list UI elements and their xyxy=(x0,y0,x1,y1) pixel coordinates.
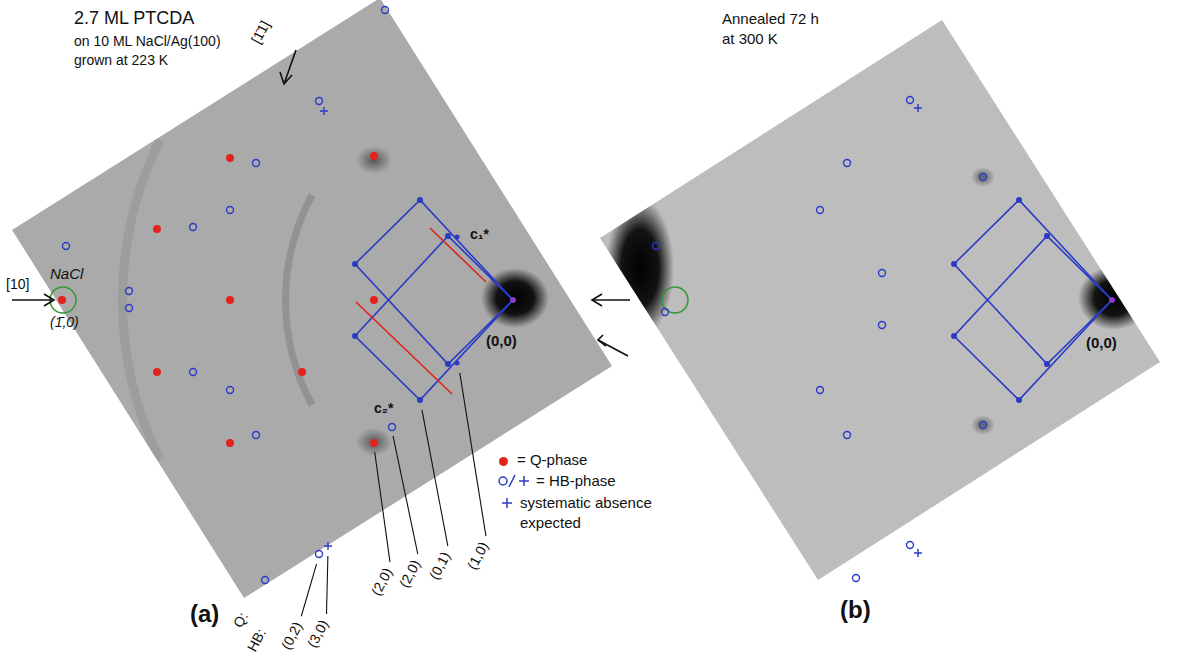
spot-index: (0,2) xyxy=(278,619,306,652)
direction-label: [10] xyxy=(6,276,29,292)
row-label: Q: xyxy=(230,609,251,630)
spot-index: (1̄,0) xyxy=(50,314,79,330)
row-label: HB: xyxy=(244,626,269,654)
spot-index: (3,0) xyxy=(304,617,332,650)
leader-line xyxy=(301,564,316,616)
leader-line xyxy=(460,373,486,536)
panel-label: (b) xyxy=(840,596,871,624)
leader-line xyxy=(393,436,418,554)
sample-note: at 300 K xyxy=(722,30,778,47)
spot-index: (0,1) xyxy=(426,549,454,582)
screen-b xyxy=(600,20,1160,580)
leader-line xyxy=(422,410,448,546)
substrate-label: NaCl xyxy=(50,265,83,282)
vector-label: c₁* xyxy=(470,226,489,242)
leader-line xyxy=(375,452,390,562)
sample-note: grown at 223 K xyxy=(74,52,168,68)
legend-text: systematic absence expected xyxy=(520,493,660,532)
sample-title: 2.7 ML PTCDA xyxy=(74,8,194,29)
vector-label: c₂* xyxy=(374,400,393,416)
panel-label: (a) xyxy=(190,600,219,628)
legend-text: = HB-phase xyxy=(536,471,616,491)
spot-index: (0,0) xyxy=(486,332,517,349)
spot-index: (0,0) xyxy=(1086,334,1117,351)
spot-index: (1,0) xyxy=(464,539,492,572)
spot-index: (2,0) xyxy=(368,565,396,598)
leader-line xyxy=(327,556,328,614)
spot-index: (2,0) xyxy=(396,557,424,590)
direction-label: [1̄1] xyxy=(248,18,273,46)
sample-note: on 10 ML NaCl/Ag(100) xyxy=(74,33,221,49)
legend-swatch xyxy=(499,457,508,466)
sample-note: Annealed 72 h xyxy=(722,10,819,27)
legend-text: = Q-phase xyxy=(517,450,587,470)
